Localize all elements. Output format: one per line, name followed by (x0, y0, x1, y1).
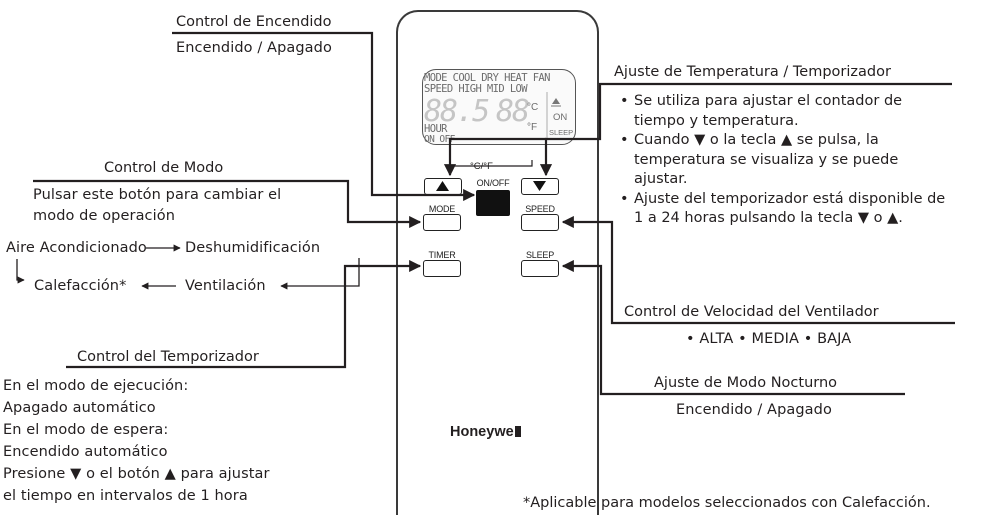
lcd-speed-row: SPEED HIGH MID LOW (424, 83, 528, 95)
brand-logo: Honeywe (450, 424, 550, 440)
temperature-title: Ajuste de Temperatura / Temporizador (614, 64, 891, 80)
lcd-hour: HOUR (424, 123, 447, 135)
mode-desc-line2: modo de operación (33, 208, 176, 224)
lcd-display (422, 69, 576, 145)
lcd-digits-right: 88 (496, 94, 530, 129)
temperature-bullet-1: Se utiliza para ajustar el contador deti… (620, 92, 945, 131)
power-desc: Encendido / Apagado (176, 40, 332, 56)
fan-speed-options: • ALTA • MEDIA • BAJA (686, 331, 852, 347)
temperature-bullet-3: Ajuste del temporizador está disponible … (620, 190, 945, 229)
timer-line-3: En el modo de espera: (3, 422, 169, 438)
fan-speed-title: Control de Velocidad del Ventilador (624, 304, 879, 320)
sleep-desc: Encendido / Apagado (676, 402, 832, 418)
temperature-bullet-2: Cuando ▼ o la tecla ▲ se pulsa, latemper… (620, 131, 945, 190)
lcd-on: ON (553, 112, 568, 123)
timer-line-6: el tiempo en intervalos de 1 hora (3, 488, 248, 504)
timer-button[interactable] (423, 260, 461, 277)
timer-line-2: Apagado automático (3, 400, 156, 416)
speed-button[interactable] (521, 214, 559, 231)
mode-label: MODE (428, 204, 456, 214)
timer-line-1: En el modo de ejecución: (3, 378, 189, 394)
footnote: *Aplicable para modelos seleccionados co… (523, 495, 931, 511)
lcd-unit-c: °C (527, 102, 539, 113)
cycle-air-conditioning: Aire Acondicionado (6, 240, 147, 256)
cycle-dehumidification: Deshumidificación (185, 240, 321, 256)
mode-button[interactable] (423, 214, 461, 231)
down-arrow-icon (533, 181, 546, 191)
cycle-ventilation: Ventilación (185, 278, 266, 294)
timer-line-4: Encendido automático (3, 444, 168, 460)
onoff-label: ON/OFF (476, 178, 510, 188)
timer-line-5: Presione ▼ o el botón ▲ para ajustar (3, 466, 270, 482)
sleep-title: Ajuste de Modo Nocturno (654, 375, 838, 391)
lcd-mode-row: MODE COOL DRY HEAT FAN (424, 72, 550, 84)
power-title: Control de Encendido (176, 14, 332, 30)
timer-title: Control del Temporizador (77, 349, 259, 365)
speed-label: SPEED (525, 204, 555, 214)
lcd-sleep: SLEEP (549, 128, 574, 137)
sleep-button[interactable] (521, 260, 559, 277)
cycle-heating: Calefacción* (34, 278, 127, 294)
temperature-bullets: Se utiliza para ajustar el contador deti… (620, 92, 945, 229)
sleep-label: SLEEP (525, 250, 555, 260)
timer-label: TIMER (428, 250, 456, 260)
mode-desc-line1: Pulsar este botón para cambiar el (33, 187, 282, 203)
temp-down-button[interactable] (521, 178, 559, 195)
lcd-unit-f: °F (527, 122, 538, 133)
up-arrow-icon (436, 181, 449, 191)
lcd-onoff: ON OFF (424, 134, 455, 145)
lcd-digits-left: 88.5 (424, 94, 490, 129)
power-button[interactable] (476, 190, 510, 216)
mode-title: Control de Modo (104, 160, 224, 176)
